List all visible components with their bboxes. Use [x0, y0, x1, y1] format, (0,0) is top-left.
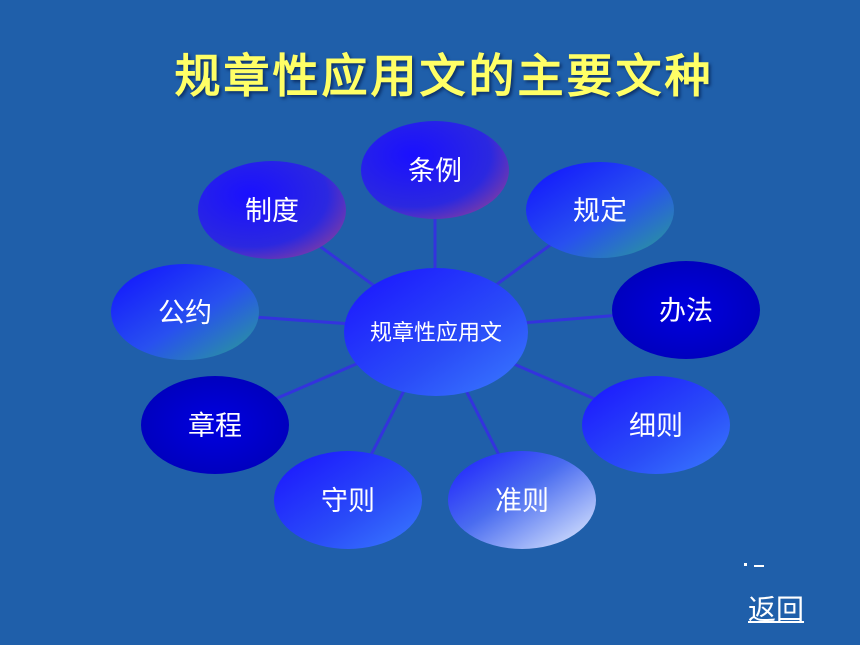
node-label: 条例	[408, 156, 462, 187]
node-章程: 章程	[141, 376, 289, 474]
back-link[interactable]: 返回	[748, 593, 805, 626]
node-label: 公约	[158, 298, 212, 329]
node-label: 准则	[495, 486, 549, 517]
node-条例: 条例	[361, 121, 509, 219]
node-label: 办法	[659, 296, 713, 327]
node-细则: 细则	[582, 376, 730, 474]
node-准则: 准则	[448, 451, 596, 549]
small-mark	[744, 552, 766, 567]
center-node: 规章性应用文	[344, 268, 528, 396]
node-守则: 守则	[274, 451, 422, 549]
node-label: 细则	[629, 411, 683, 442]
node-公约: 公约	[111, 264, 259, 360]
slide-title: 规章性应用文的主要文种	[174, 49, 714, 103]
node-制度: 制度	[198, 161, 346, 259]
node-label: 规定	[573, 196, 627, 227]
node-办法: 办法	[612, 261, 760, 359]
node-label: 章程	[188, 411, 242, 442]
node-label: 守则	[321, 486, 375, 517]
node-规定: 规定	[526, 162, 674, 258]
node-label: 制度	[245, 196, 299, 227]
center-label: 规章性应用文	[370, 321, 502, 346]
